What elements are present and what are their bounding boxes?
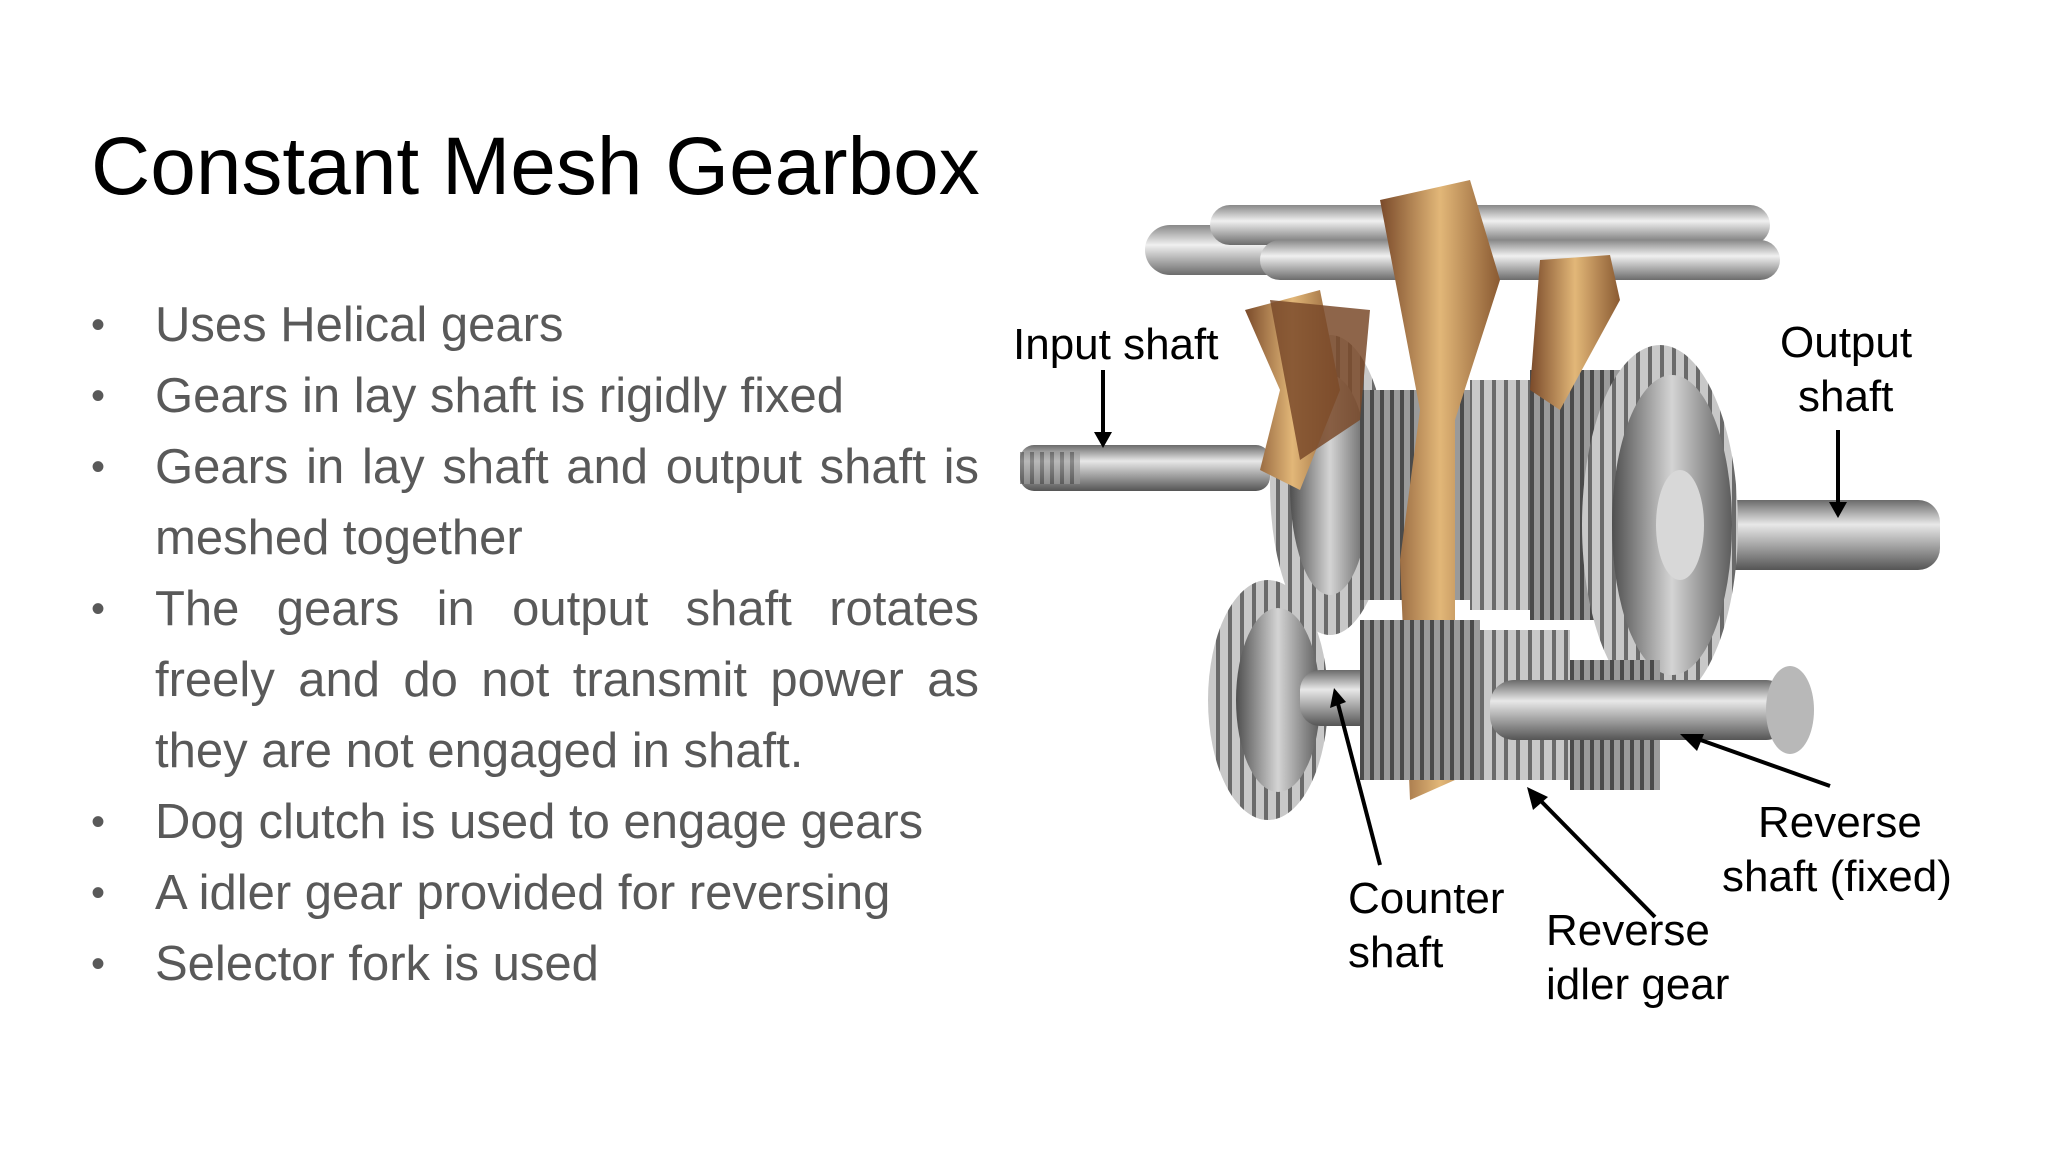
bullet-item: • Gears in lay shaft is rigidly fixed <box>91 361 979 432</box>
bullet-dot: • <box>91 800 106 844</box>
label-counter-shaft-line1: Counter <box>1348 874 1505 923</box>
bullet-item: • Selector fork is used <box>91 929 979 1000</box>
bullet-text: Gears in lay shaft is rigidly fixed <box>155 369 844 423</box>
bullet-dot: • <box>91 374 106 418</box>
label-counter-shaft-line2: shaft <box>1348 928 1444 977</box>
bullet-dot: • <box>91 445 106 489</box>
label-output-shaft-line2: shaft <box>1798 372 1894 421</box>
bullet-text: A idler gear provided for reversing <box>155 866 891 920</box>
bullet-list: • Uses Helical gears • Gears in lay shaft … <box>91 290 979 1000</box>
bullet-dot: • <box>91 871 106 915</box>
label-reverse-idler-line2: idler gear <box>1546 960 1730 1009</box>
output-shaft <box>1690 500 1940 570</box>
slide-title: Constant Mesh Gearbox <box>91 121 980 212</box>
bullet-text: Selector fork is used <box>155 937 599 991</box>
bullet-text: The gears in output shaft rotates freely… <box>155 582 979 778</box>
label-reverse-shaft-line2: shaft (fixed) <box>1722 852 1952 901</box>
bullet-item: • Dog clutch is used to engage gears <box>91 787 979 858</box>
reverse-shaft <box>1490 666 1814 754</box>
gearbox-illustration <box>1020 180 1940 919</box>
label-input-shaft: Input shaft <box>1013 320 1219 369</box>
bullet-item: • The gears in output shaft rotates freel… <box>91 574 979 787</box>
label-output-shaft-line1: Output <box>1780 318 1913 367</box>
bullet-text: Gears in lay shaft and output shaft is m… <box>155 440 979 565</box>
bullet-item: • Uses Helical gears <box>91 290 979 361</box>
bullet-dot: • <box>91 303 106 347</box>
bullet-text: Dog clutch is used to engage gears <box>155 795 924 849</box>
bullet-dot: • <box>91 587 106 631</box>
label-reverse-idler-line1: Reverse <box>1546 906 1710 955</box>
leader-arrows <box>1094 370 1847 919</box>
bullet-item: • Gears in lay shaft and output shaft is … <box>91 432 979 574</box>
bullet-item: • A idler gear provided for reversing <box>91 858 979 929</box>
bullet-dot: • <box>91 942 106 986</box>
bullet-text: Uses Helical gears <box>155 298 564 352</box>
label-reverse-shaft-line1: Reverse <box>1758 798 1922 847</box>
input-shaft <box>1020 445 1270 491</box>
